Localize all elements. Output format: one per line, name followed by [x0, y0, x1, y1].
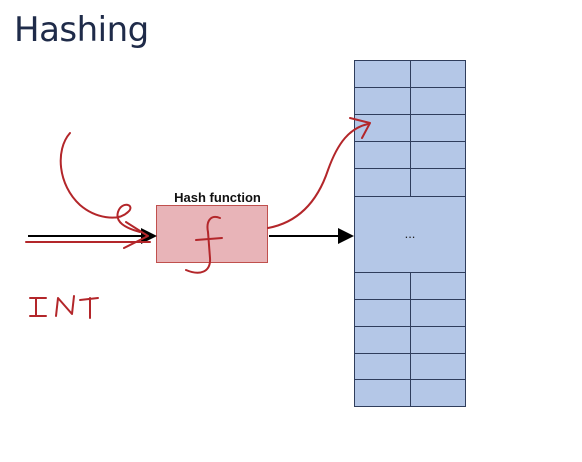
- table-row: [355, 300, 465, 327]
- ink-curve-out: [267, 123, 369, 229]
- table-row: [355, 61, 465, 88]
- table-row: [355, 273, 465, 300]
- hash-table: ...: [354, 60, 466, 407]
- ink-f: [185, 216, 223, 274]
- table-ellipsis: ...: [404, 226, 416, 241]
- hash-function-box: [156, 205, 268, 263]
- table-row: [355, 88, 465, 115]
- table-row: [355, 354, 465, 380]
- table-row: [355, 169, 465, 197]
- hash-function-label: Hash function: [174, 190, 261, 205]
- ink-arrowhead-out: [349, 117, 371, 139]
- slide-title: Hashing: [14, 10, 149, 50]
- table-row: [355, 380, 465, 406]
- ink-curve-in: [59, 132, 141, 233]
- ink-int: [29, 295, 99, 319]
- table-row: [355, 142, 465, 169]
- table-row: [355, 327, 465, 354]
- ink-arrowhead-in: [123, 221, 149, 249]
- table-row: [355, 115, 465, 142]
- table-ellipsis-block: [355, 197, 465, 273]
